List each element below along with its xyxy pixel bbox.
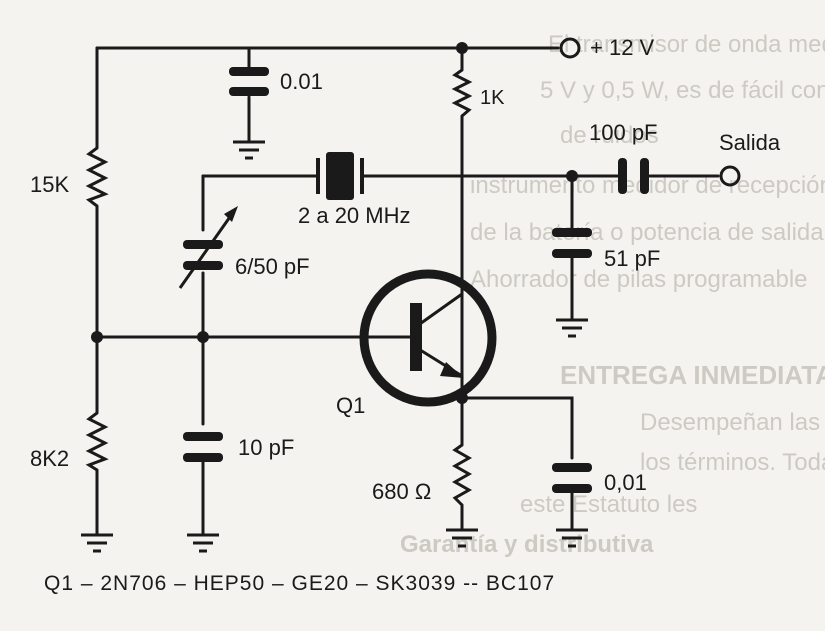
crystal-label: 2 a 20 MHz xyxy=(298,203,411,228)
resistor-680 xyxy=(451,443,473,507)
resistor-15k xyxy=(85,146,109,208)
supply-voltage-label: + 12 V xyxy=(590,35,655,60)
transistor-label: Q1 xyxy=(336,393,366,418)
svg-text:los términos. Todas: los términos. Todas xyxy=(640,449,825,476)
cap-10pf-label: 10 pF xyxy=(238,435,295,460)
cap-51pf-label: 51 pF xyxy=(604,246,661,271)
svg-text:Ahorrador de pilas programable: Ahorrador de pilas programable xyxy=(470,266,808,293)
ground-icon xyxy=(81,140,588,553)
cap-100pf-label: 100 pF xyxy=(589,120,658,145)
resistor-15k-label: 15K xyxy=(30,172,70,197)
trimmer-label: 6/50 pF xyxy=(235,254,310,279)
trimmer-capacitor xyxy=(178,206,238,289)
transistor-equivalents: Q1 – 2N706 – HEP50 – GE20 – SK3039 -- BC… xyxy=(44,572,556,595)
capacitor-100pf xyxy=(618,158,649,194)
capacitor-51pf xyxy=(552,228,592,258)
output-terminal xyxy=(719,165,741,187)
svg-text:El transmisor de onda media se: El transmisor de onda media se ve xyxy=(548,31,825,58)
resistor-680-label: 680 Ω xyxy=(372,479,432,504)
svg-text:Garantía y distributiva: Garantía y distributiva xyxy=(400,531,654,558)
svg-text:de ruidos: de ruidos xyxy=(560,122,659,149)
transistor-q1 xyxy=(359,269,497,407)
resistor-1k-label: 1K xyxy=(480,87,505,109)
svg-text:5 V y 0,5 W, es de fácil contr: 5 V y 0,5 W, es de fácil control, libre xyxy=(540,77,825,104)
crystal-icon xyxy=(316,152,364,200)
capacitor-10pf xyxy=(183,432,223,462)
svg-text:este Estatuto les: este Estatuto les xyxy=(520,491,697,518)
capacitor-emitter-001 xyxy=(552,463,592,493)
capacitor-top-001 xyxy=(229,67,269,96)
cap-emitter-label: 0,01 xyxy=(604,470,647,495)
svg-text:Desempeñan las condiciones: Desempeñan las condiciones xyxy=(640,409,825,436)
supply-terminal xyxy=(559,37,581,59)
svg-text:de la batería o potencia de sa: de la batería o potencia de salida xyxy=(470,219,824,246)
cap-top-label: 0.01 xyxy=(280,69,323,94)
svg-text:ENTREGA INMEDIATA: ENTREGA INMEDIATA xyxy=(560,360,825,390)
resistor-1k xyxy=(451,68,473,118)
resistor-8k2 xyxy=(85,411,109,472)
resistor-8k2-label: 8K2 xyxy=(30,446,70,471)
output-label: Salida xyxy=(719,130,781,155)
